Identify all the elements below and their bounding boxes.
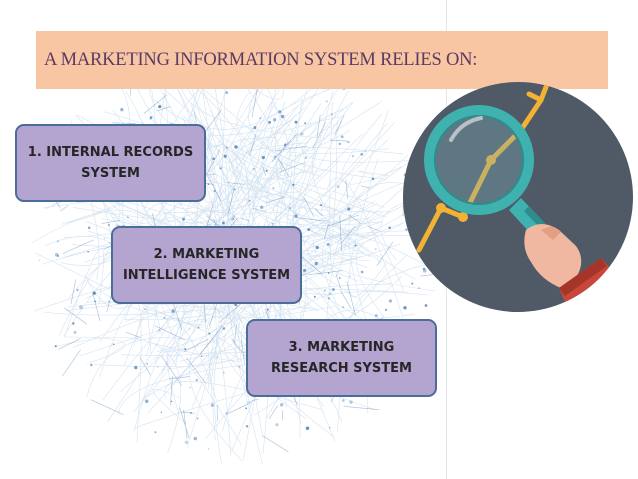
item-marketing-intelligence: 2. MARKETING INTELLIGENCE SYSTEM [111, 226, 302, 304]
magnifying-glass-growth-chart-icon [403, 82, 633, 312]
item-label: 1. INTERNAL RECORDS SYSTEM [27, 145, 194, 181]
item-internal-records: 1. INTERNAL RECORDS SYSTEM [15, 124, 206, 202]
hand [524, 224, 582, 288]
title-banner: A MARKETING INFORMATION SYSTEM RELIES ON… [36, 31, 608, 89]
item-marketing-research: 3. MARKETING RESEARCH SYSTEM [246, 319, 437, 397]
trend-line [416, 97, 544, 253]
item-label: 3. MARKETING RESEARCH SYSTEM [271, 340, 412, 376]
slide-title: A MARKETING INFORMATION SYSTEM RELIES ON… [44, 49, 478, 70]
item-label: 2. MARKETING INTELLIGENCE SYSTEM [122, 247, 291, 283]
trend-arrowhead [526, 84, 549, 103]
